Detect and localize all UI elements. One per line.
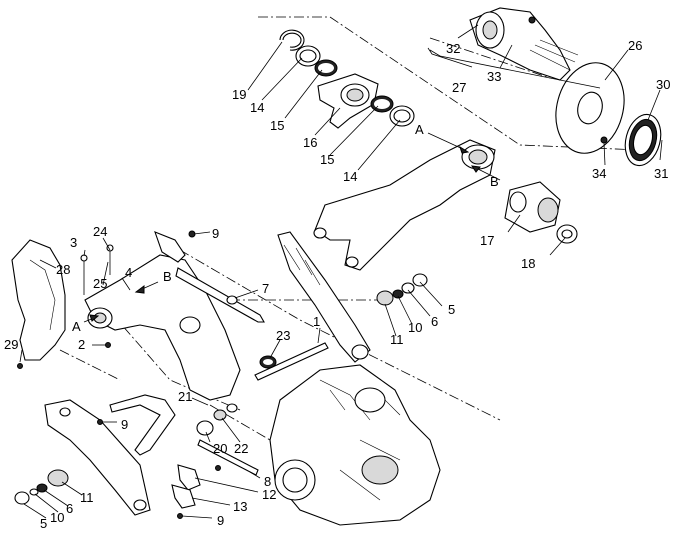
marker-B-hub: B [490,174,499,189]
o-ring-15a [314,59,338,77]
label-11a: 11 [390,332,404,347]
label-1: 1 [313,314,320,329]
label-31: 31 [654,166,668,181]
label-12: 12 [262,487,276,502]
label-30: 30 [656,77,670,92]
label-10b: 10 [50,510,64,525]
leader-lines [19,24,663,519]
label-9b: 9 [121,417,128,432]
label-17: 17 [480,233,494,248]
label-29: 29 [4,337,18,352]
pivot-pin [254,342,329,381]
rod-7 [175,267,265,323]
part-labels: 19 14 15 16 15 14 32 33 27 26 30 31 34 1… [4,38,670,531]
label-24: 24 [93,224,107,239]
chain-guard-28 [11,239,66,361]
o-ring-23 [259,355,277,369]
sprocket-30 [624,113,662,167]
label-9a: 9 [212,226,219,241]
label-2: 2 [78,337,85,352]
label-3: 3 [70,235,77,250]
label-20: 20 [213,441,227,456]
label-6a: 6 [431,314,438,329]
label-10a: 10 [408,320,422,335]
label-33: 33 [487,69,501,84]
swingarm [313,139,496,271]
pivot-bushings-20-22 [196,403,238,436]
brake-disc-26 [555,62,625,154]
label-14a: 14 [250,100,264,115]
label-32: 32 [446,41,460,56]
strap-9b [109,394,176,456]
label-18: 18 [521,256,535,271]
label-11b: 11 [80,490,94,505]
footpeg-bracket-left [44,399,151,516]
shock-absorber-1 [277,231,371,363]
rod-8 [197,439,259,476]
seal-ring-14b [389,105,415,127]
circlip-19 [279,29,305,51]
eccentric-hub-17 [504,181,561,233]
marker-A-subframe: A [72,319,81,334]
group-bracket-27 [427,47,473,68]
marker-A-swingarm: A [415,122,424,137]
hub-assembly-27 [469,7,579,81]
label-7: 7 [262,281,269,296]
label-19: 19 [232,87,246,102]
bracket-12 [177,464,201,491]
bracket-9a [154,231,186,263]
bushing-stack-right [376,273,428,306]
seal-ring-14a [295,45,321,67]
label-16: 16 [303,135,317,150]
label-5a: 5 [448,302,455,317]
circlip-18 [556,224,578,244]
label-34: 34 [592,166,606,181]
label-15a: 15 [270,118,284,133]
label-26: 26 [628,38,642,53]
marker-B-subframe: B [163,269,172,284]
label-5b: 5 [40,516,47,531]
label-9c: 9 [217,513,224,528]
label-23: 23 [276,328,290,343]
marker-arrows [83,132,501,323]
label-13: 13 [233,499,247,514]
label-15b: 15 [320,152,334,167]
label-27: 27 [452,80,466,95]
label-21: 21 [178,389,192,404]
engine [269,364,441,526]
label-6b: 6 [66,501,73,516]
label-14b: 14 [343,169,357,184]
label-8: 8 [264,474,271,489]
bracket-16 [317,73,379,129]
label-28: 28 [56,262,70,277]
label-25: 25 [93,276,107,291]
label-4: 4 [125,265,132,280]
assembly-markers: A B A B [72,122,499,334]
bracket-13 [171,484,196,509]
label-22: 22 [234,441,248,456]
